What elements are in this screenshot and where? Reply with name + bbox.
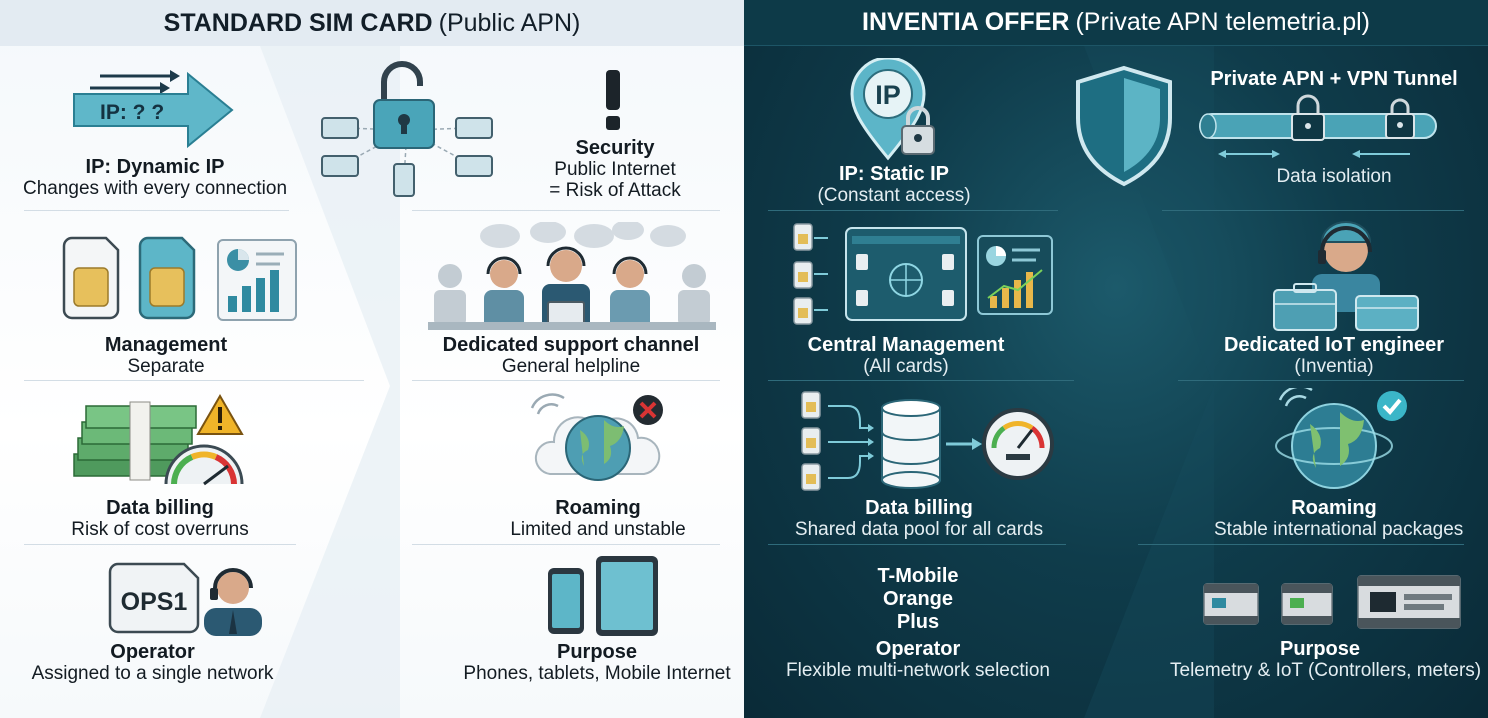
- telemetry-purpose-item: Purpose Telemetry & IoT (Controllers, me…: [1170, 638, 1482, 681]
- shield-icon: [1076, 65, 1172, 187]
- operator-desc: Assigned to a single network: [31, 663, 274, 684]
- security-desc-line1: Public Internet: [554, 159, 676, 180]
- divider: [24, 380, 364, 381]
- inventia-offer-panel: INVENTIA OFFER (Private APN telemetria.p…: [744, 0, 1488, 718]
- telemetry-purpose-title: Purpose: [1279, 638, 1361, 660]
- iot-engineer-desc: (Inventia): [1294, 356, 1374, 377]
- vpn-tunnel-padlocks-icon: [1199, 94, 1437, 158]
- network-orange: Orange: [882, 588, 954, 610]
- divider: [768, 380, 1074, 381]
- purpose-desc: Phones, tablets, Mobile Internet: [463, 663, 731, 684]
- divider: [24, 210, 289, 211]
- private-apn-title: Private APN + VPN Tunnel: [1210, 68, 1458, 90]
- divider: [1178, 380, 1464, 381]
- security-item: Security Public Internet = Risk of Attac…: [540, 137, 690, 201]
- header-title-strong: INVENTIA OFFER: [862, 8, 1070, 36]
- central-management-title: Central Management: [807, 334, 1005, 356]
- billing-title: Data billing: [106, 497, 214, 519]
- ip-placeholder-text: IP: ? ?: [100, 101, 164, 124]
- exclamation-icon: [606, 70, 620, 130]
- header-title-strong: STANDARD SIM CARD: [163, 8, 433, 37]
- shared-billing-title: Data billing: [865, 497, 973, 519]
- header-title-rest: (Private APN telemetria.pl): [1075, 8, 1370, 36]
- open-padlock-network-icon: [321, 61, 493, 197]
- divider: [1162, 210, 1464, 211]
- stable-roaming-title: Roaming: [1291, 497, 1377, 519]
- ip-dynamic-desc: Changes with every connection: [22, 178, 288, 199]
- support-agents-icon: [428, 222, 716, 330]
- private-apn-title-block: Private APN + VPN Tunnel: [1184, 68, 1484, 90]
- management-desc: Separate: [127, 356, 205, 377]
- ip-location-pin-icon: IP: [850, 58, 935, 161]
- ip-pin-text: IP: [875, 80, 901, 110]
- divider: [412, 380, 720, 381]
- private-apn-desc: Data isolation: [1276, 166, 1392, 187]
- shared-billing-item: Data billing Shared data pool for all ca…: [784, 497, 1054, 540]
- telemetry-purpose-desc: Telemetry & IoT (Controllers, meters): [1170, 660, 1482, 681]
- flexible-operator-item: Operator Flexible multi-network selectio…: [774, 638, 1062, 681]
- shared-data-pool-icon: [801, 391, 1054, 491]
- separate-sim-cards-icon: [62, 236, 297, 321]
- iot-engineer-title: Dedicated IoT engineer: [1223, 334, 1445, 356]
- iot-engineer-icon: [1273, 221, 1419, 331]
- globe-success-icon: [1275, 388, 1407, 489]
- security-title: Security: [575, 137, 655, 159]
- globe-cloud-error-icon: [530, 393, 663, 481]
- data-isolation-block: Data isolation: [1234, 166, 1434, 187]
- operator-item: Operator Assigned to a single network: [20, 641, 285, 684]
- static-ip-item: IP: Static IP (Constant access): [804, 163, 984, 206]
- network-list: T-Mobile Orange Plus: [838, 565, 998, 634]
- divider: [412, 210, 720, 211]
- flexible-operator-title: Operator: [875, 638, 961, 660]
- operator-badge-text: OPS1: [121, 588, 188, 616]
- support-title: Dedicated support channel: [442, 334, 700, 356]
- divider: [768, 544, 1066, 545]
- static-ip-title: IP: Static IP: [838, 163, 950, 185]
- central-management-dashboard-icon: [793, 223, 1053, 325]
- phone-tablet-icon: [548, 556, 658, 636]
- central-management-item: Central Management (All cards): [794, 334, 1018, 377]
- dynamic-ip-arrow-icon: IP: ? ?: [73, 70, 234, 149]
- shared-billing-desc: Shared data pool for all cards: [794, 519, 1044, 540]
- stable-roaming-desc: Stable international packages: [1214, 519, 1464, 540]
- standard-sim-panel: STANDARD SIM CARD (Public APN) IP: ? ? I…: [0, 0, 744, 718]
- roaming-item: Roaming Limited and unstable: [480, 497, 716, 540]
- flexible-operator-desc: Flexible multi-network selection: [786, 660, 1050, 681]
- inventia-offer-header: INVENTIA OFFER (Private APN telemetria.p…: [744, 0, 1488, 46]
- support-item: Dedicated support channel General helpli…: [418, 334, 724, 377]
- stable-roaming-item: Roaming Stable international packages: [1214, 497, 1464, 540]
- network-plus: Plus: [896, 611, 940, 633]
- operator-card-icon: OPS1: [108, 562, 200, 634]
- management-title: Management: [104, 334, 228, 356]
- divider: [24, 544, 296, 545]
- support-desc: General helpline: [501, 356, 641, 377]
- roaming-desc: Limited and unstable: [510, 519, 686, 540]
- money-gauge-warning-icon: [73, 394, 244, 486]
- iot-engineer-item: Dedicated IoT engineer (Inventia): [1212, 334, 1456, 377]
- divider: [768, 210, 1058, 211]
- ip-dynamic-title: IP: Dynamic IP: [85, 156, 225, 178]
- roaming-title: Roaming: [555, 497, 641, 519]
- billing-item: Data billing Risk of cost overruns: [40, 497, 280, 540]
- billing-desc: Risk of cost overruns: [71, 519, 249, 540]
- header-title-rest: (Public APN): [438, 8, 581, 37]
- divider: [1138, 544, 1464, 545]
- operator-title: Operator: [110, 641, 195, 663]
- network-tmobile: T-Mobile: [877, 565, 959, 587]
- static-ip-desc: (Constant access): [817, 185, 971, 206]
- central-management-desc: (All cards): [863, 356, 949, 377]
- standard-sim-header: STANDARD SIM CARD (Public APN): [0, 0, 744, 46]
- ip-dynamic-item: IP: Dynamic IP Changes with every connec…: [10, 156, 300, 199]
- purpose-title: Purpose: [556, 641, 638, 663]
- purpose-item: Purpose Phones, tablets, Mobile Internet: [462, 641, 732, 684]
- operator-agent-icon: [204, 568, 262, 636]
- telemetry-controllers-icon: [1203, 575, 1461, 629]
- divider: [412, 544, 720, 545]
- management-separate-item: Management Separate: [40, 334, 292, 377]
- security-desc-line2: = Risk of Attack: [549, 180, 681, 201]
